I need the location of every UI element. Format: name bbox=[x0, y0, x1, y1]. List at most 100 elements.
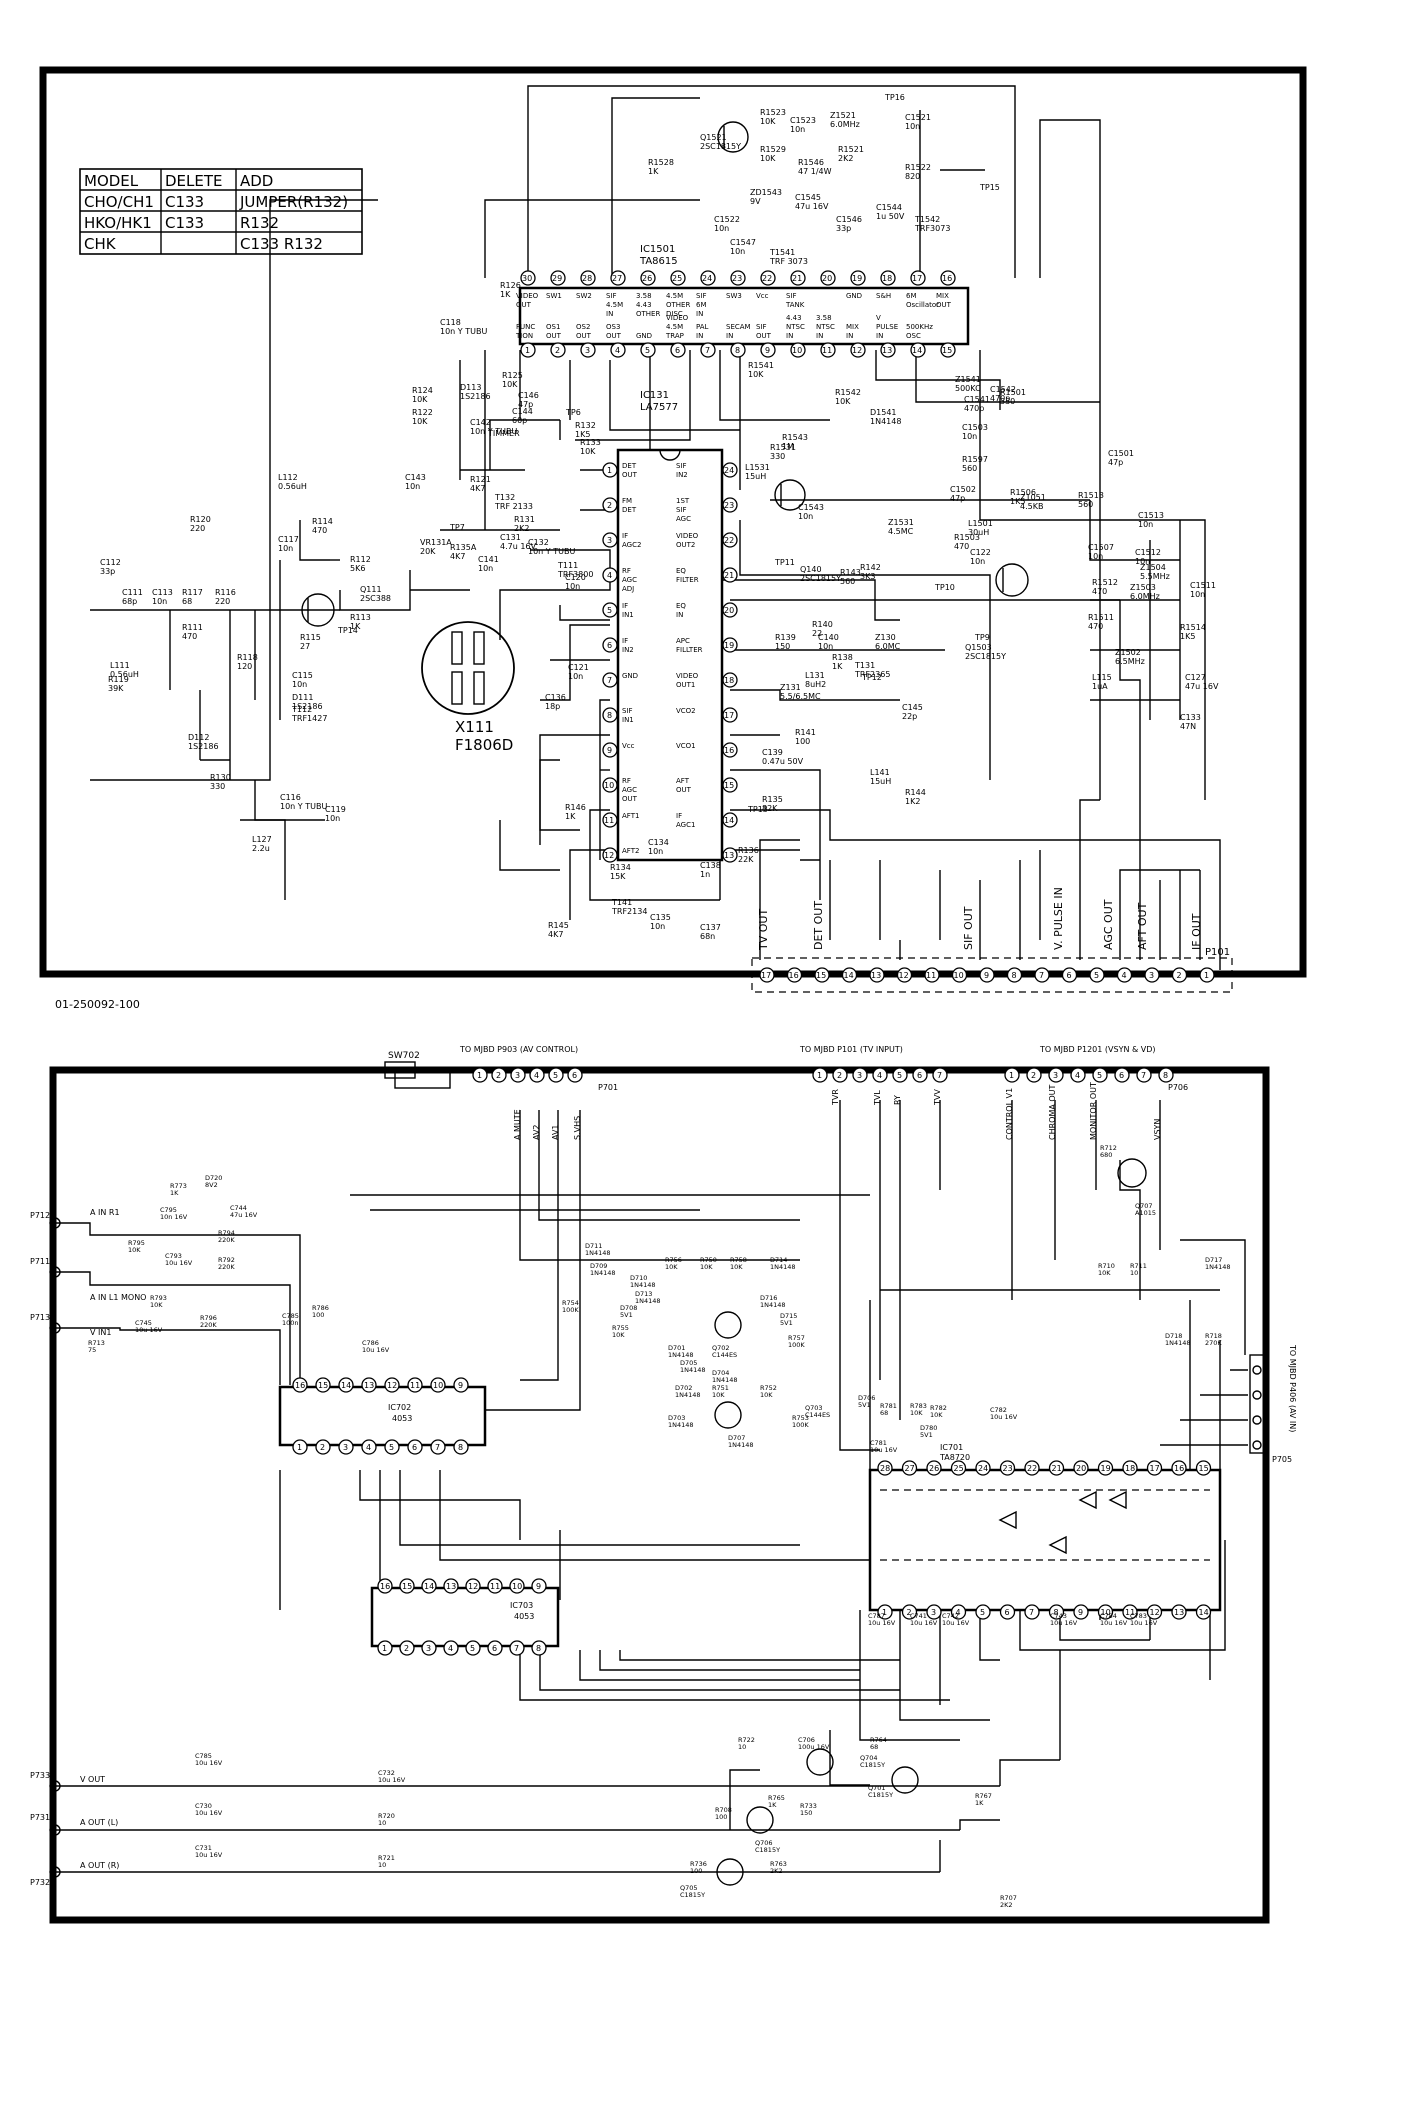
ic131-pin-number: 6 bbox=[607, 641, 612, 650]
ic1501-pin-label: Vcc bbox=[756, 292, 769, 300]
p101-pin-number: 13 bbox=[871, 971, 881, 980]
component-label: D702 bbox=[675, 1384, 692, 1392]
component-label: R1511 bbox=[1088, 613, 1114, 622]
component-label: R130 bbox=[210, 773, 231, 782]
ic1501-pin bbox=[760, 270, 776, 286]
ic131-pin-label: AGC1 bbox=[676, 821, 695, 829]
ic701-pin-number: 17 bbox=[1150, 1464, 1160, 1473]
component-label: C783 bbox=[1130, 1612, 1147, 1620]
component-value: 10n bbox=[278, 544, 293, 553]
component-value: 330 bbox=[210, 782, 225, 791]
component-value: 10K bbox=[412, 417, 428, 426]
ic131-pin-label: AGC bbox=[622, 576, 637, 584]
component-value: 60p bbox=[512, 416, 527, 425]
p706-pin bbox=[1026, 1067, 1042, 1083]
ic1501-pin-number: 6 bbox=[675, 346, 680, 355]
ic701-pin-number: 28 bbox=[880, 1464, 890, 1473]
component-value: 15uH bbox=[870, 777, 891, 786]
component-label: L131 bbox=[805, 671, 825, 680]
ic1501-pin-number: 12 bbox=[852, 346, 862, 355]
p701-pin bbox=[567, 1067, 583, 1083]
ic701-pin-number: 11 bbox=[1125, 1608, 1135, 1617]
component-label: TP16 bbox=[884, 93, 905, 102]
ic701-pin bbox=[1171, 1460, 1187, 1476]
ic1501-pin bbox=[700, 270, 716, 286]
ic1501-pin-label: SW1 bbox=[546, 292, 562, 300]
component-label: R139 bbox=[775, 633, 796, 642]
component-label: ZD1543 bbox=[750, 188, 782, 197]
ic702-pin-number: 4 bbox=[366, 1443, 371, 1452]
component-label: R722 bbox=[738, 1736, 755, 1744]
ic1501-pin-number: 9 bbox=[765, 346, 770, 355]
ic131-pin bbox=[602, 847, 618, 863]
ic1501-ref: IC1501 bbox=[640, 244, 675, 255]
component-value: 270K bbox=[1205, 1339, 1222, 1347]
component-label: R115 bbox=[300, 633, 321, 642]
component-label: R125 bbox=[502, 371, 523, 380]
ic131-pin-label: OUT bbox=[622, 795, 638, 803]
component-label: R736 bbox=[690, 1860, 707, 1868]
ic703-pin-number: 10 bbox=[512, 1582, 522, 1591]
component-label: L141 bbox=[870, 768, 890, 777]
component-label: Q140 bbox=[800, 565, 822, 574]
ic131-pin-label: EQ bbox=[676, 602, 686, 610]
component-label: D701 bbox=[668, 1344, 685, 1352]
component-label: R1546 bbox=[798, 158, 824, 167]
ic131-pin bbox=[722, 637, 738, 653]
component-label: R783 bbox=[910, 1402, 927, 1410]
component-value: 100 bbox=[715, 1813, 727, 1821]
ic131-pin-number: 11 bbox=[604, 816, 614, 825]
bottom-wiring bbox=[55, 1100, 1248, 1873]
p701-pin-number: 6 bbox=[572, 1071, 577, 1080]
tv-input-pin-number: 3 bbox=[857, 1071, 862, 1080]
p701-pin bbox=[548, 1067, 564, 1083]
ic1501-pin-label: IN bbox=[846, 332, 853, 340]
component-label: C118 bbox=[440, 318, 461, 327]
component-value: 100K bbox=[788, 1341, 805, 1349]
component-label: C743 bbox=[1050, 1612, 1067, 1620]
p101-pin bbox=[1144, 967, 1160, 983]
p706-signal: MONITOR OUT bbox=[1089, 1082, 1098, 1140]
ic131-pin-number: 17 bbox=[724, 711, 734, 720]
component-value: 330 bbox=[1000, 397, 1015, 406]
ic131-pin-number: 8 bbox=[607, 711, 612, 720]
p701-pin-number: 3 bbox=[515, 1071, 520, 1080]
component-value: 220 bbox=[190, 524, 205, 533]
ic702-pin bbox=[430, 1377, 446, 1393]
ic131-pin-number: 21 bbox=[724, 571, 734, 580]
component-label: R1522 bbox=[905, 163, 931, 172]
p701-pin-number: 2 bbox=[496, 1071, 501, 1080]
p101-signal-labels: TV OUT DET OUT SIF OUT V. PULSE IN AGC O… bbox=[757, 887, 1203, 951]
component-label: Z130 bbox=[875, 633, 896, 642]
ic1501-pin bbox=[820, 342, 836, 358]
component-label: C146 bbox=[518, 391, 539, 400]
model-table: MODEL DELETE ADD CHO/CH1 C133 JUMPER(R13… bbox=[79, 168, 363, 255]
p706-pin-number: 4 bbox=[1075, 1071, 1080, 1080]
ic1501-pin-number: 24 bbox=[702, 274, 712, 283]
ic701-part: TA8720 bbox=[939, 1453, 970, 1462]
component-value: 10n bbox=[818, 642, 833, 651]
component-value: 1N4148 bbox=[675, 1391, 701, 1399]
ic701-pin bbox=[1048, 1604, 1065, 1620]
ic701: IC701 TA8720 128227326425524623722821920… bbox=[868, 1443, 1222, 1620]
p701-pin bbox=[510, 1067, 526, 1083]
component-label: T111 bbox=[557, 561, 578, 570]
component-label: L1501 bbox=[968, 519, 993, 528]
component-value: 1K2 bbox=[905, 797, 920, 806]
ic131-pin-label: VIDEO bbox=[676, 672, 699, 680]
component-label: C145 bbox=[902, 703, 923, 712]
component-label: T132 bbox=[494, 493, 515, 502]
tv-input-signal: TVL bbox=[873, 1090, 882, 1106]
component-value: 10u 16V bbox=[195, 1851, 223, 1859]
component-label: R114 bbox=[312, 517, 333, 526]
component-label: R718 bbox=[1205, 1332, 1222, 1340]
component-label: C1521 bbox=[905, 113, 931, 122]
component-label: C795 bbox=[160, 1206, 177, 1214]
component-label: TP6 bbox=[565, 408, 581, 417]
component-label: R710 bbox=[1098, 1262, 1115, 1270]
ic1501-pin-label: IN bbox=[876, 332, 883, 340]
component-label: Z1541 bbox=[955, 375, 981, 384]
component-value: 560 bbox=[1078, 500, 1093, 509]
component-label: R707 bbox=[1000, 1894, 1017, 1902]
